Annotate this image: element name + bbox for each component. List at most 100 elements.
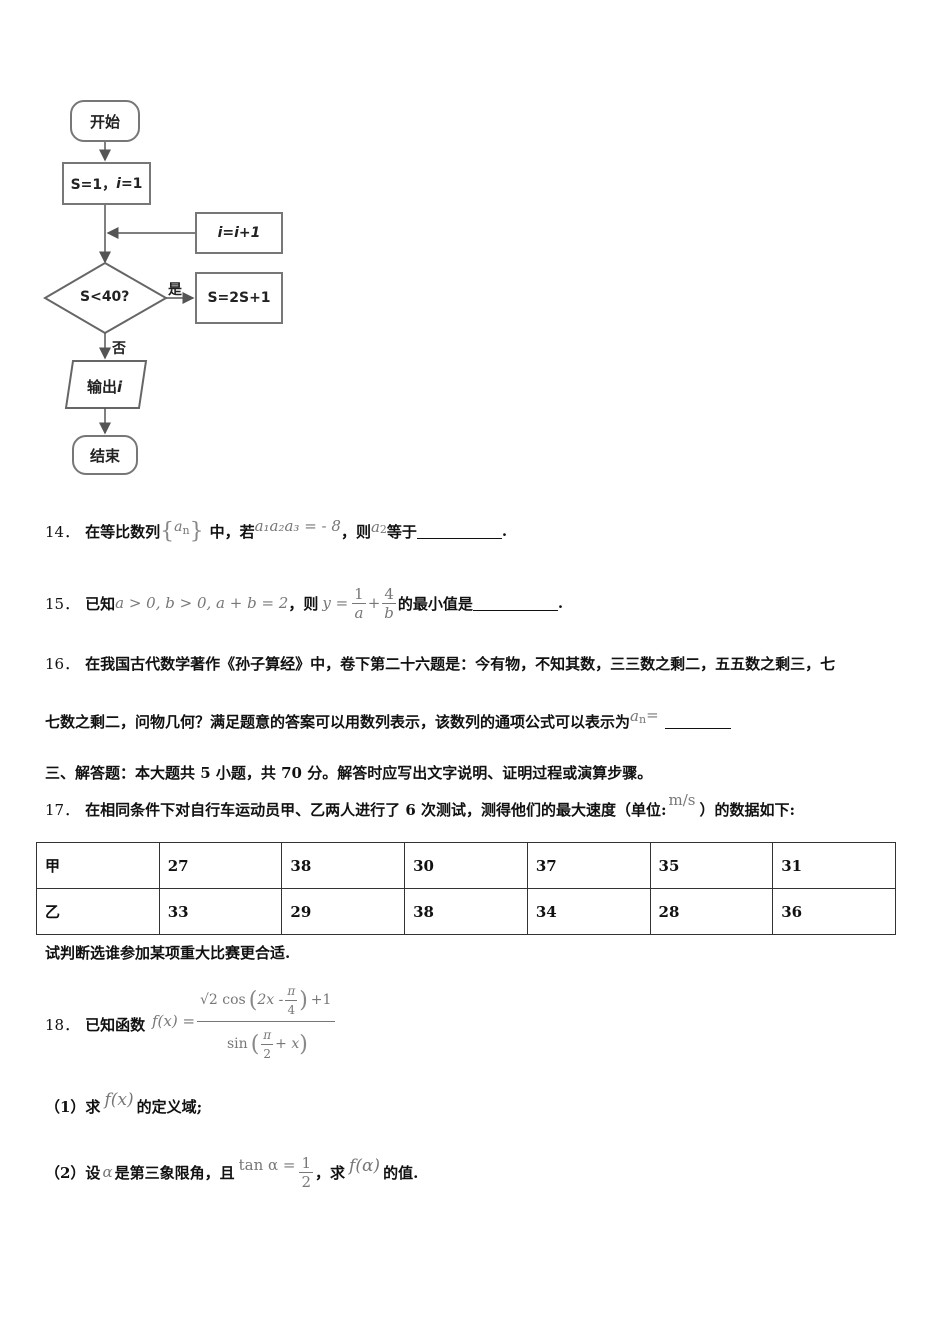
q18-paren-left: ( xyxy=(248,987,258,1013)
flowchart-increment: i=i+1 xyxy=(195,212,283,254)
q14-number: 14． xyxy=(45,522,80,541)
q16-number: 16． xyxy=(45,654,80,673)
q15-number: 15． xyxy=(45,594,80,613)
q14-brace-right: } xyxy=(189,518,204,544)
q15-answer-blank[interactable] xyxy=(472,596,558,611)
q14-answer-blank[interactable] xyxy=(416,524,502,539)
q18-pi-2: π xyxy=(261,1026,274,1045)
flowchart-init-label: S=1， xyxy=(70,176,117,193)
q16-eq: = xyxy=(646,706,659,724)
table-cell: 28 xyxy=(649,888,774,935)
q17-number: 17． xyxy=(45,800,80,819)
flowchart-output-text: 输出 xyxy=(87,378,118,396)
table-row: 乙 33 29 38 34 28 36 xyxy=(36,888,896,935)
q18-p2-tan: tan α = xyxy=(238,1156,296,1174)
question-16-line-2: 七数之剩二，问物几何？满足题意的答案可以用数列表示，该数列的通项公式可以表示为 … xyxy=(45,705,905,737)
q14-brace-left: { xyxy=(160,518,175,544)
table-cell: 37 xyxy=(526,842,651,889)
flowchart-condition-label: S<40? xyxy=(80,289,130,305)
flowchart-increment-label: i=i+1 xyxy=(217,225,261,241)
flowchart-start: 开始 xyxy=(70,100,140,142)
q18-number: 18． xyxy=(45,1016,80,1034)
table-cell: 34 xyxy=(526,888,651,935)
flowchart-process-label: S=2S+1 xyxy=(207,290,271,306)
section-3-heading: 三、解答题：本大题共 5 小题，共 70 分。解答时应写出文字说明、证明过程或演… xyxy=(45,763,653,782)
q18-fraction-bar xyxy=(197,1021,335,1022)
table-cell: 36 xyxy=(772,888,896,935)
q14-seq: a xyxy=(174,519,183,535)
table-cell: 甲 xyxy=(36,842,160,889)
flowchart-no-label: 否 xyxy=(112,341,126,357)
q15-plus: + xyxy=(367,594,381,612)
table-cell: 33 xyxy=(158,888,283,935)
q18-p2-text-a: 是第三象限角，且 xyxy=(114,1163,235,1182)
q18-four: 4 xyxy=(287,1002,296,1017)
table-cell: 29 xyxy=(281,888,406,935)
q14-text-d: 等于 xyxy=(386,522,417,541)
flowchart-start-label: 开始 xyxy=(89,112,120,131)
flowchart-init-value: =1 xyxy=(120,175,143,192)
q15-end: . xyxy=(557,594,564,612)
q18-numer-a: √2 cos xyxy=(200,992,246,1008)
q15-f2-num: 4 xyxy=(382,584,396,604)
q14-target: a xyxy=(370,518,380,536)
table-cell: 31 xyxy=(772,842,896,889)
q18-fx: f(x) = xyxy=(152,1012,196,1030)
q18-denom-paren-left: ( xyxy=(250,1031,260,1057)
q17-unit: m/s xyxy=(668,791,696,809)
speed-table: 甲 27 38 30 37 35 31 乙 33 29 38 34 28 36 xyxy=(36,842,896,935)
flowchart-yes-label: 是 xyxy=(168,282,182,298)
q18-pi: π xyxy=(285,982,298,1001)
table-row: 甲 27 38 30 37 35 31 xyxy=(36,842,896,889)
q18-p2-num: 1 xyxy=(299,1153,314,1173)
table-cell: 38 xyxy=(404,888,528,935)
q18-p2-alpha: α xyxy=(102,1163,113,1181)
table-cell: 35 xyxy=(649,842,774,889)
question-16-line-1: 16． 在我国古代数学著作《孙子算经》中，卷下第二十六题是：今有物，不知其数，三… xyxy=(45,647,905,679)
q16-line-1: 在我国古代数学著作《孙子算经》中，卷下第二十六题是：今有物，不知其数，三三数之剩… xyxy=(85,654,836,673)
table-cell: 38 xyxy=(281,842,406,889)
q18-p2-text-c: 的值. xyxy=(383,1163,419,1182)
q18-part-1: （1）求 f(x) 的定义域; xyxy=(45,1090,905,1122)
q18-intro: 18． 已知函数 xyxy=(45,1014,145,1035)
flowchart-lines xyxy=(43,142,195,435)
flowchart-init-var: i xyxy=(116,175,121,192)
flowchart-process: S=2S+1 xyxy=(195,272,283,324)
q18-text-a: 已知函数 xyxy=(85,1016,146,1034)
q18-denom-paren-right: ) xyxy=(299,1031,308,1057)
q14-text-a: 在等比数列 xyxy=(85,522,161,541)
q14-text-b: 中，若 xyxy=(209,522,255,541)
q16-answer-blank[interactable] xyxy=(664,714,731,729)
q15-text-b: ，则 xyxy=(288,594,319,613)
q15-text-a: 已知 xyxy=(85,594,116,613)
q15-f1-den: a xyxy=(354,603,364,622)
q18-p2-label: （2）设 xyxy=(45,1163,101,1182)
q15-f2-den: b xyxy=(384,603,394,622)
table-cell: 27 xyxy=(158,842,283,889)
q16-line-2: 七数之剩二，问物几何？满足题意的答案可以用数列表示，该数列的通项公式可以表示为 xyxy=(45,712,631,731)
q18-p1-f: f(x) xyxy=(104,1090,134,1110)
flowchart-init: S=1，i=1 xyxy=(62,162,151,205)
q18-numer-b: 2x - xyxy=(257,992,284,1008)
q18-denom-a: sin xyxy=(227,1036,248,1052)
flowchart-output-var: i xyxy=(117,378,123,396)
q15-y-eq: y = xyxy=(322,594,349,612)
q18-two: 2 xyxy=(263,1046,272,1061)
q18-p1-text: 的定义域; xyxy=(136,1097,203,1116)
q14-seq-sub: n xyxy=(182,523,190,537)
q14-condition: a₁a₂a₃ = - 8 xyxy=(254,517,341,535)
q14-target-sub: 2 xyxy=(379,522,387,536)
q18-p2-den: 2 xyxy=(301,1172,312,1191)
q18-denom-b: + x xyxy=(275,1036,300,1052)
